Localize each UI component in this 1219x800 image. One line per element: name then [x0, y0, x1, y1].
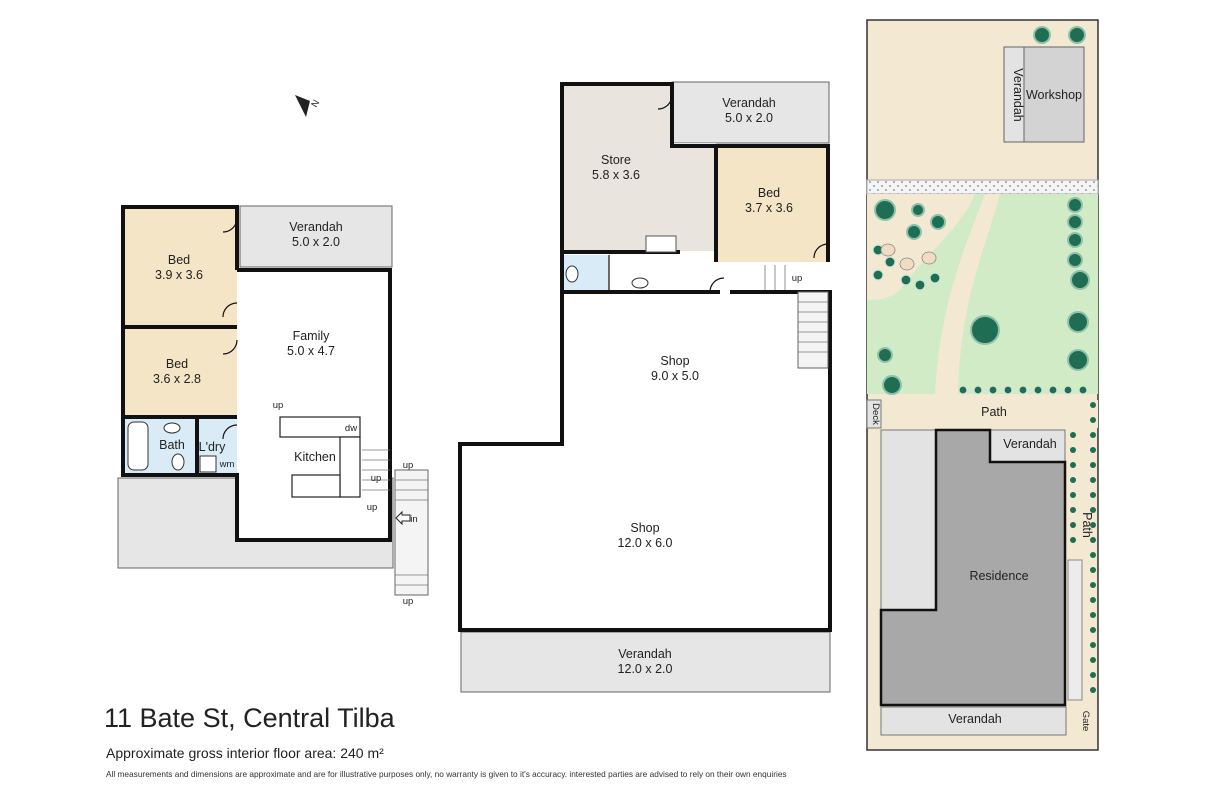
store-dim: 5.8 x 3.6 — [592, 168, 640, 182]
left-floor-plan: N Bed 3.9 x 3.6 Verandah 5.0 x 2.0 Famil… — [117, 95, 429, 607]
bathtub — [127, 421, 149, 471]
bed1-name: Bed — [168, 253, 190, 267]
middle-floor-plan: Store 5.8 x 3.6 Verandah 5.0 x 2.0 Bed 3… — [458, 81, 832, 693]
verandah-bottom-dim: 12.0 x 2.0 — [618, 662, 673, 676]
bed2-dim: 3.6 x 2.8 — [153, 372, 201, 386]
residence-building — [879, 428, 1067, 707]
up-label-1: up — [273, 400, 284, 411]
verandah-left — [239, 205, 393, 268]
workshop-verandah-label: Verandah — [1011, 68, 1025, 122]
wm-label: wm — [219, 459, 235, 470]
shop1-name: Shop — [660, 354, 689, 368]
workshop-label: Workshop — [1026, 88, 1082, 102]
bed-middle-name: Bed — [758, 186, 780, 200]
path-top-label: Path — [981, 405, 1007, 419]
deck-area — [866, 399, 882, 429]
verandah-top-dim: 5.0 x 2.0 — [725, 111, 773, 125]
up-label-middle: up — [792, 273, 803, 284]
in-label: in — [410, 514, 417, 525]
washing-machine — [199, 455, 217, 473]
path-side-label: Path — [1080, 512, 1094, 538]
bed1-dim: 3.9 x 3.6 — [155, 268, 203, 282]
verandah-left-name: Verandah — [289, 220, 343, 234]
up-label-2: up — [403, 460, 414, 471]
bed2-room — [123, 329, 237, 417]
store-name: Store — [601, 153, 631, 167]
shop2-dim: 12.0 x 6.0 — [618, 536, 673, 550]
bed-room-middle — [716, 148, 828, 262]
verandah-bottom-area — [460, 631, 831, 693]
family-dim: 5.0 x 4.7 — [287, 344, 335, 358]
family-kitchen-area — [237, 270, 390, 538]
residence-verandah-label: Verandah — [1003, 437, 1057, 451]
property-title: 11 Bate St, Central Tilba — [104, 703, 395, 733]
residence-label: Residence — [969, 569, 1028, 583]
up-label-3: up — [371, 473, 382, 484]
bath-label: Bath — [159, 438, 185, 452]
middle-stairs — [797, 291, 829, 369]
store-room — [562, 84, 672, 251]
disclaimer-text: All measurements and dimensions are appr… — [106, 769, 787, 779]
residence-bottom-verandah — [880, 706, 1067, 736]
gate-label: Gate — [1080, 711, 1091, 732]
retaining-wall — [866, 179, 1099, 195]
floor-area-text: Approximate gross interior floor area: 2… — [106, 745, 384, 761]
residence-bottom-verandah-label: Verandah — [948, 712, 1002, 726]
dw-label: dw — [345, 423, 357, 434]
kitchen-bench — [279, 416, 361, 438]
verandah-left-dim: 5.0 x 2.0 — [292, 235, 340, 249]
verandah-top-area — [671, 81, 830, 144]
shop1-dim: 9.0 x 5.0 — [651, 369, 699, 383]
up-label-5: up — [403, 596, 414, 607]
north-arrow-icon: N — [295, 95, 322, 117]
workshop-building — [1023, 46, 1085, 143]
bed2-name: Bed — [166, 357, 188, 371]
deck-label: Deck — [870, 403, 881, 425]
shop2-name: Shop — [630, 521, 659, 535]
laundry-label: L'dry — [199, 440, 226, 454]
north-label: N — [309, 98, 322, 110]
up-label-4: up — [367, 502, 378, 513]
verandah-top-name: Verandah — [722, 96, 776, 110]
garden-path — [935, 194, 1000, 394]
shop-area — [460, 292, 830, 630]
family-name: Family — [293, 329, 331, 343]
entry-stairs — [394, 469, 429, 596]
bed1-room — [123, 207, 237, 327]
kitchen-label: Kitchen — [294, 450, 336, 464]
bed-middle-dim: 3.7 x 3.6 — [745, 201, 793, 215]
verandah-bottom-name: Verandah — [618, 647, 672, 661]
site-plan: Verandah Workshop Deck Path Verandah Pat… — [866, 19, 1099, 751]
